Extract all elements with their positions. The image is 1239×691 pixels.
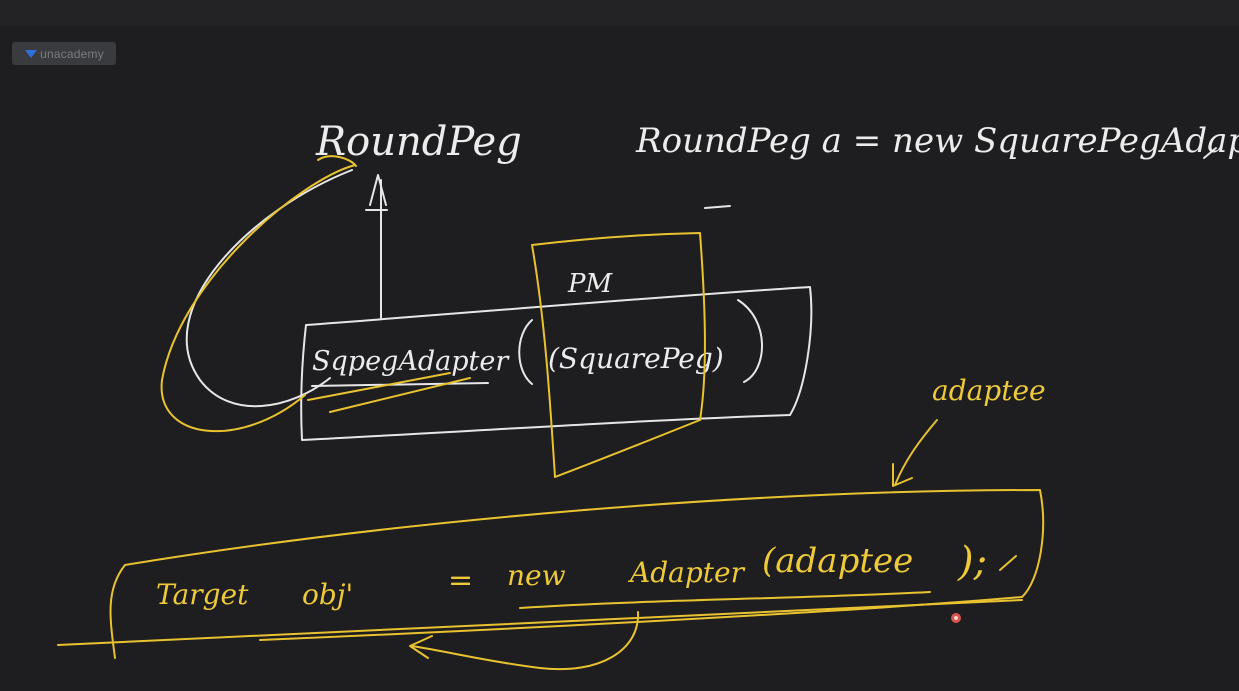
bottom-baseline [57,599,1023,646]
top-toolbar [0,0,1239,26]
adapter-label: SqpegAdapter [312,346,510,377]
obj-word: obj' [302,578,353,611]
closing-paren: ); [957,539,987,585]
adapter-underline [311,382,489,387]
semicolon-tick [999,555,1017,571]
pm-label: PM [567,269,613,299]
new-keyword: new [507,559,566,592]
adaptee-label: adaptee [932,374,1046,407]
code-line-top: RoundPeg a = new SquarePegAdapter(sp). [635,121,1239,161]
round-peg-label: RoundPeg [315,119,522,165]
adaptee-arrow [892,419,938,487]
adapter-call-underline [519,591,931,609]
inheritance-arrow [365,174,388,319]
logo-text: unacademy [40,46,104,61]
unacademy-logo: unacademy [12,42,116,65]
adaptee-argument: (adaptee [762,541,913,581]
open-paren [518,319,533,385]
square-peg-label: (SquarePeg) [548,342,724,375]
equals-sign: = [448,563,473,598]
adapter-yellow-underline-2 [329,377,471,413]
pm-column-box [531,232,706,478]
unacademy-logo-icon [25,49,38,58]
close-paren [737,299,763,383]
adapter-yellow-underline-1 [307,372,451,401]
return-arrow [409,611,640,671]
dash-mark [704,205,731,209]
yellow-loop-curve [160,155,357,433]
bottom-statement-box [109,489,1045,659]
tick-mark [1203,147,1217,159]
pen-cursor-center [954,616,958,620]
adapter-box [300,286,813,441]
target-word: Target [156,578,249,611]
adapter-word: Adapter [627,556,746,589]
